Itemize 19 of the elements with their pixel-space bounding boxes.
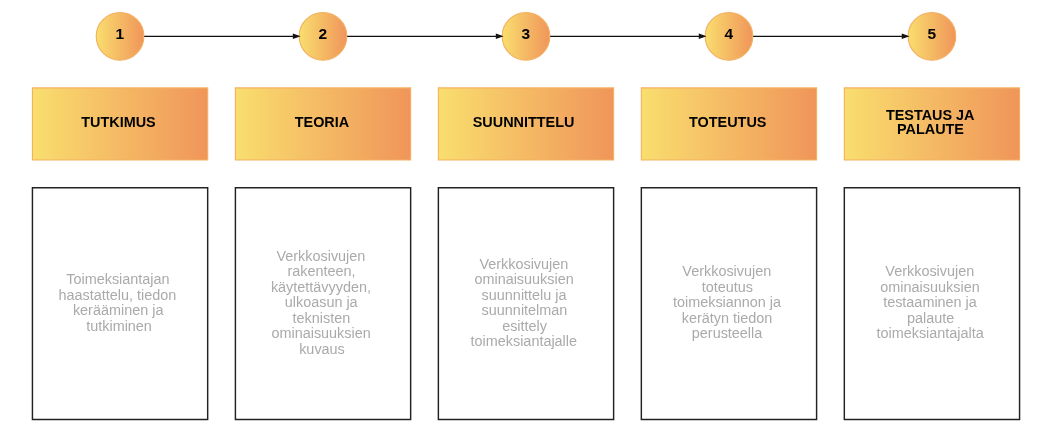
node-circle: 2: [298, 11, 348, 61]
node-box: SUUNNITTELU: [437, 87, 615, 161]
arrow: [752, 33, 910, 40]
node-box: Verkkosivujen rakenteen, käytettävyyden, ulkoasun ja teknisten ominaisuuksien kuvaus: [234, 187, 412, 421]
arrow: [549, 33, 707, 40]
arrow: [143, 33, 301, 40]
node-circle: 1: [95, 11, 145, 61]
node-box: Verkkosivujen ominaisuuksien suunnittelu ja suunnitelman esittely toimeksiantajalle: [437, 187, 615, 421]
node-circle: 5: [907, 11, 957, 61]
node-box: Toimeksiantajan haastattelu, tiedon kerääminen ja tutkiminen: [31, 187, 209, 421]
node-box: Verkkosivujen toteutus toimeksiannon ja kerätyn tiedon perusteella: [640, 187, 818, 421]
node-box: TESTAUS JA PALAUTE: [843, 87, 1021, 161]
node-box: TEORIA: [234, 87, 412, 161]
node-box: TUTKIMUS: [31, 87, 209, 161]
node-box: TOTEUTUS: [640, 87, 818, 161]
arrow: [346, 33, 504, 40]
node-box: Verkkosivujen ominaisuuksien testaaminen ja palaute toimeksiantajalta: [843, 187, 1021, 421]
node-circle: 4: [704, 11, 754, 61]
node-circle: 3: [501, 11, 551, 61]
